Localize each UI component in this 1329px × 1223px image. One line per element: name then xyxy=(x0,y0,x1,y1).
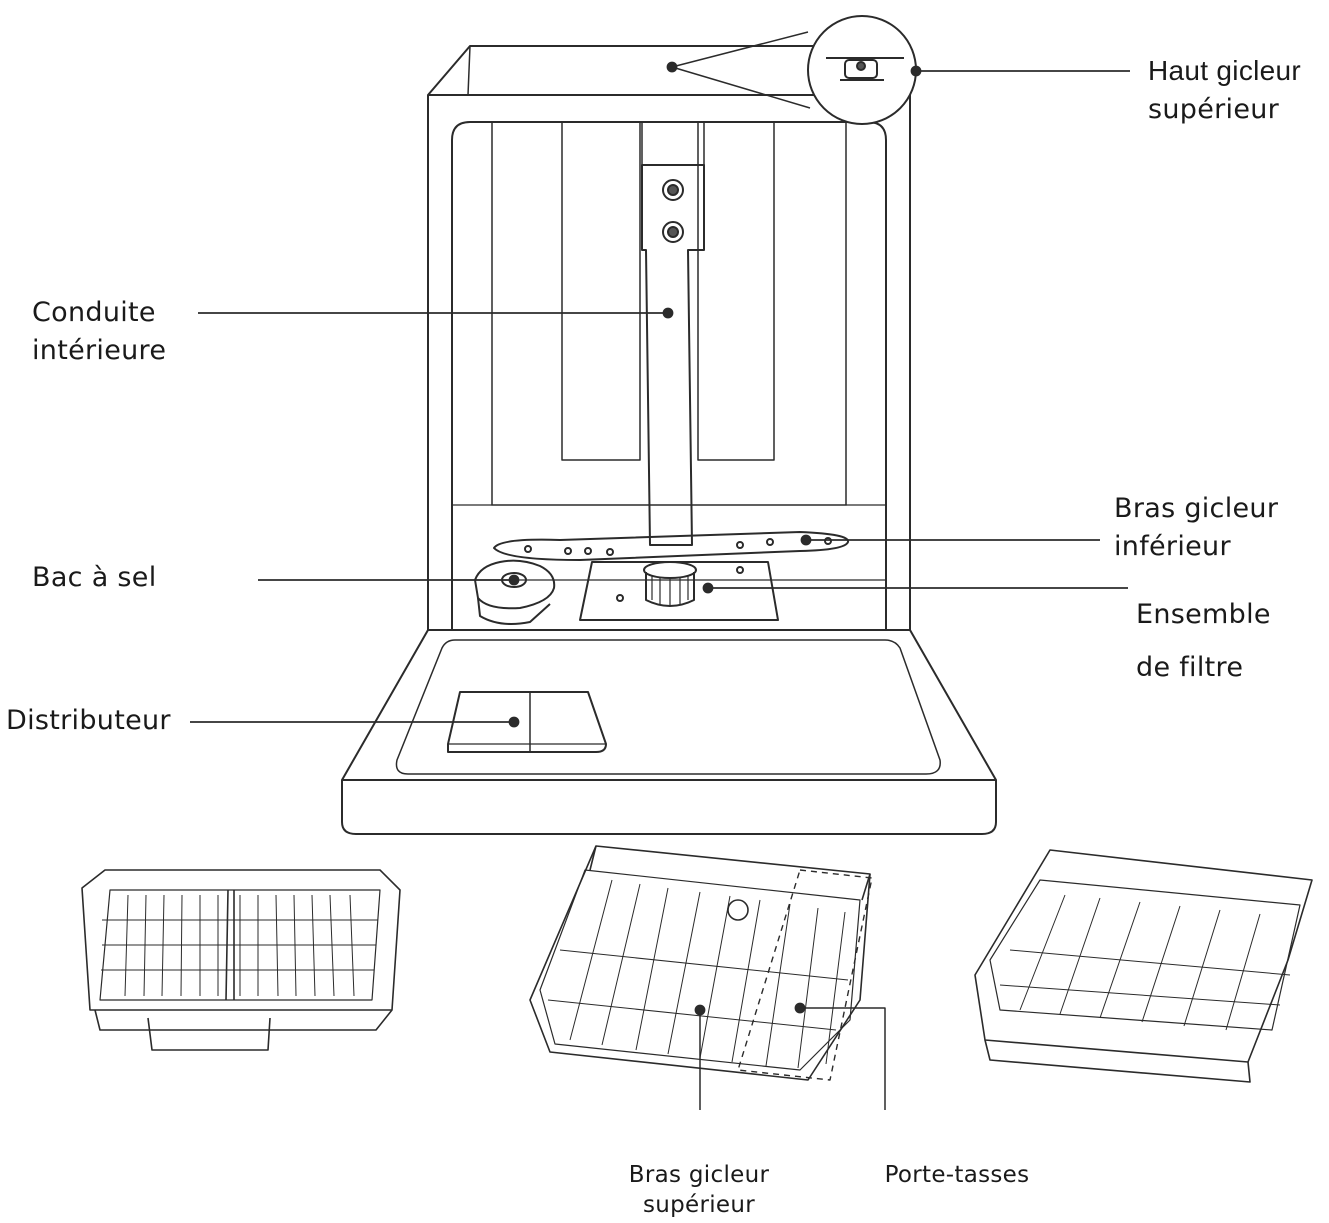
label-cup-shelf: Porte-tasses xyxy=(862,1160,1052,1190)
lower-basket xyxy=(974,849,1313,1083)
dot-lower-spray-arm xyxy=(800,534,812,546)
label-salt-container-text: Bac à sel xyxy=(32,562,157,593)
label-dispenser: Distributeur xyxy=(6,702,171,740)
label-lower-spray-arm-line1: Bras gicleur xyxy=(1114,493,1279,524)
label-lower-spray-arm-line2: inférieur xyxy=(1114,531,1231,562)
dot-top-spray-arm xyxy=(910,65,922,77)
label-top-spray-arm-line2: supérieur xyxy=(1148,94,1280,125)
label-filter-assembly: Ensemble de filtre xyxy=(1136,588,1271,694)
dot-dispenser xyxy=(508,716,520,728)
dot-filter-assembly xyxy=(702,582,714,594)
filter-assembly xyxy=(579,561,779,621)
inner-pipe xyxy=(641,122,705,546)
label-upper-spray-arm-line2: supérieur xyxy=(642,1192,756,1218)
label-salt-container: Bac à sel xyxy=(32,559,157,597)
leader-lines xyxy=(190,61,1130,1016)
label-filter-assembly-line2: de filtre xyxy=(1136,652,1244,683)
label-top-spray-arm: Haut gicleur supérieur xyxy=(1148,52,1301,129)
dot-inner-pipe xyxy=(662,307,674,319)
label-lower-spray-arm: Bras gicleur inférieur xyxy=(1114,490,1278,566)
label-inner-pipe-line1: Conduite xyxy=(32,297,156,328)
dot-top-spray-arm-detail xyxy=(666,61,678,73)
label-dispenser-text: Distributeur xyxy=(6,705,171,736)
label-inner-pipe: Conduite intérieure xyxy=(32,294,166,370)
dot-salt-container xyxy=(508,574,520,586)
cutlery-tray xyxy=(81,869,401,1051)
label-upper-spray-arm-line1: Bras gicleur xyxy=(628,1162,770,1188)
label-upper-spray-arm: Bras gicleur supérieur xyxy=(604,1160,794,1220)
dishwasher-cabinet xyxy=(427,45,911,631)
label-top-spray-arm-line1: Haut gicleur xyxy=(1148,55,1302,86)
dishwasher-door xyxy=(341,629,997,835)
label-filter-assembly-line1: Ensemble xyxy=(1136,599,1271,630)
salt-container xyxy=(474,559,556,625)
label-inner-pipe-line2: intérieure xyxy=(32,335,167,366)
top-spray-arm-detail xyxy=(671,15,917,125)
dot-cup-shelf xyxy=(794,1002,806,1014)
dot-upper-spray-arm xyxy=(694,1004,706,1016)
label-cup-shelf-text: Porte-tasses xyxy=(884,1162,1030,1188)
upper-basket xyxy=(529,845,886,1110)
dispenser xyxy=(447,691,607,753)
